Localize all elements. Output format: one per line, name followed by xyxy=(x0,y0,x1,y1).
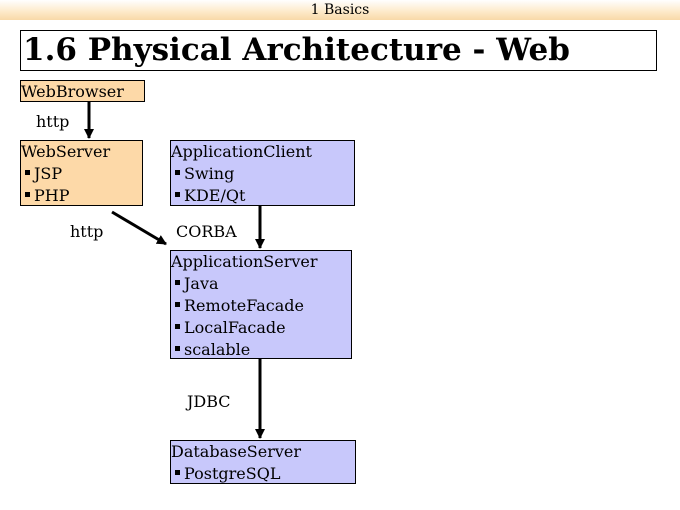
node-title: ApplicationServer xyxy=(171,252,318,271)
edge-label-webserver-appserver: http xyxy=(70,222,104,241)
bullet-icon xyxy=(175,346,180,351)
node-web-browser: WebBrowser xyxy=(20,80,145,102)
node-title: DatabaseServer xyxy=(171,442,302,461)
edge-label-client-appserver: CORBA xyxy=(176,222,237,241)
section-label: 1 Basics xyxy=(310,2,370,18)
node-title: WebBrowser xyxy=(21,82,124,101)
list-item: scalable xyxy=(171,339,351,361)
list-item: Java xyxy=(171,273,351,295)
node-title: WebServer xyxy=(21,142,111,161)
bullet-icon xyxy=(175,470,180,475)
section-header: 1 Basics xyxy=(0,0,680,20)
list-item: Swing xyxy=(171,163,354,185)
list-item: PostgreSQL xyxy=(171,463,355,485)
list-item: PHP xyxy=(21,185,142,207)
list-item: KDE/Qt xyxy=(171,185,354,207)
arrow-webserver-to-appserver xyxy=(111,210,167,246)
node-application-client: ApplicationClient Swing KDE/Qt xyxy=(170,140,355,206)
bullet-icon xyxy=(175,170,180,175)
node-title: ApplicationClient xyxy=(171,142,312,161)
bullet-icon xyxy=(175,192,180,197)
node-web-server: WebServer JSP PHP xyxy=(20,140,143,206)
node-application-server: ApplicationServer Java RemoteFacade Loca… xyxy=(170,250,352,359)
list-item: RemoteFacade xyxy=(171,295,351,317)
edge-label-browser-webserver: http xyxy=(36,112,70,131)
bullet-icon xyxy=(25,192,30,197)
bullet-icon xyxy=(175,280,180,285)
slide-title: 1.6 Physical Architecture - Web xyxy=(20,30,657,71)
bullet-icon xyxy=(25,170,30,175)
edge-label-appserver-database: JDBC xyxy=(187,392,231,411)
list-item: JSP xyxy=(21,163,142,185)
node-database-server: DatabaseServer PostgreSQL xyxy=(170,440,356,484)
bullet-icon xyxy=(175,302,180,307)
bullet-icon xyxy=(175,324,180,329)
list-item: LocalFacade xyxy=(171,317,351,339)
